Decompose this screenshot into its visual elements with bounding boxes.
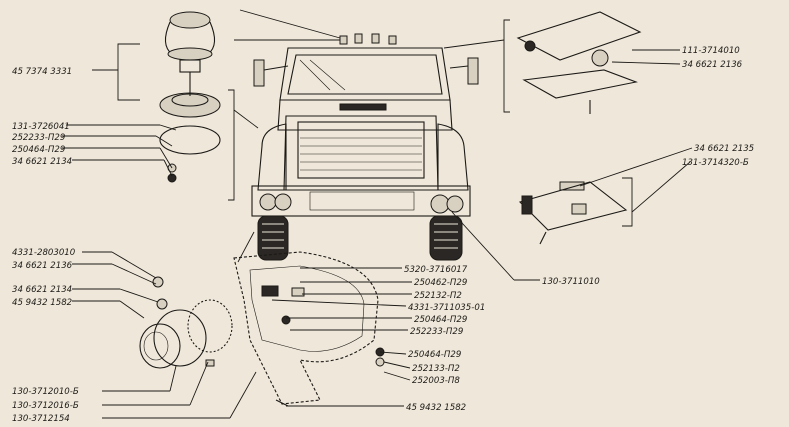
part-label: 252233-П29	[12, 133, 65, 143]
part-label: 34 6621 2135	[694, 144, 754, 154]
truck-front-illustration	[251, 33, 479, 261]
part-label: 252233-П29	[410, 327, 463, 337]
part-label: 250462-П29	[414, 278, 467, 288]
headlamp-assembly-illustration	[139, 251, 385, 407]
part-label: 5320-3716017	[404, 265, 468, 275]
part-label: 4331-2803010	[12, 248, 76, 258]
part-label: 34 6621 2136	[682, 60, 743, 70]
part-label: 111-3714010	[682, 46, 740, 56]
part-label: 34 6621 2136	[12, 261, 73, 271]
part-label: 130-3712016-Б	[12, 401, 79, 411]
part-label: 252133-П2	[412, 364, 460, 374]
tire-left	[257, 215, 289, 261]
part-label: 4331-3711035-01	[408, 303, 485, 313]
part-label: 45 9432 1582	[12, 298, 72, 308]
part-label: 45 7374 3331	[12, 67, 72, 77]
part-label: 250464-П29	[408, 350, 461, 360]
part-label: 130-3712154	[12, 414, 70, 424]
part-label: 130-3712010-Б	[12, 387, 79, 397]
beacon-lamp-illustration	[159, 11, 221, 183]
cab-lamp-illustration	[516, 11, 642, 114]
part-label: 34 6621 2134	[12, 157, 72, 167]
part-label: 130-3711010	[542, 277, 600, 287]
plate-lamp-illustration	[518, 181, 628, 245]
part-label: 45 9432 1582	[406, 403, 466, 413]
part-label: 34 6621 2134	[12, 285, 72, 295]
part-label: 131-3726041	[12, 122, 70, 132]
part-label: 131-3714320-Б	[682, 158, 749, 168]
part-label: 250464-П29	[414, 315, 467, 325]
part-label: 250464-П29	[12, 145, 65, 155]
part-label: 252003-П8	[412, 376, 460, 386]
part-label: 252132-П2	[414, 291, 462, 301]
tire-right	[429, 215, 463, 261]
